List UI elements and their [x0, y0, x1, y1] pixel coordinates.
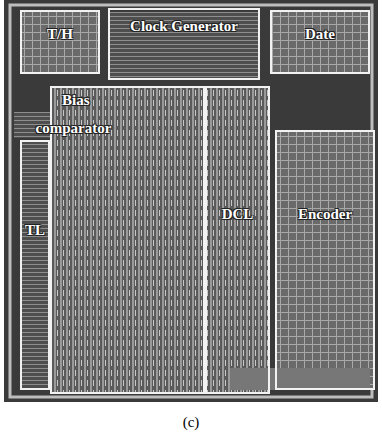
block: [277, 132, 373, 388]
block-box: T/H: [20, 10, 100, 74]
block-label: T/H: [47, 26, 73, 43]
block-box: Encoder: [275, 130, 375, 390]
block: [22, 12, 98, 72]
block: [207, 88, 268, 392]
block-label: Encoder: [298, 206, 352, 223]
block-box: TL: [20, 140, 50, 390]
block-box: DCL: [205, 86, 270, 394]
block: [230, 368, 370, 390]
block-label: comparator: [8, 110, 143, 150]
die: [4, 0, 378, 402]
block-box: Date: [270, 10, 370, 74]
region-box: Biascomparator: [50, 86, 205, 394]
block-label: TL: [25, 222, 45, 239]
block: [110, 12, 258, 78]
block-label: Bias: [62, 92, 90, 109]
block-label: DCL: [222, 206, 254, 223]
block-label: comparator: [36, 120, 112, 137]
block: [22, 142, 48, 388]
block-label: Clock Generator: [128, 18, 240, 35]
caption: (c): [183, 414, 200, 431]
block-label: Date: [305, 26, 335, 43]
block-box: Clock Generator: [108, 8, 260, 80]
pad-ring: [10, 5, 372, 397]
block: [272, 12, 368, 72]
